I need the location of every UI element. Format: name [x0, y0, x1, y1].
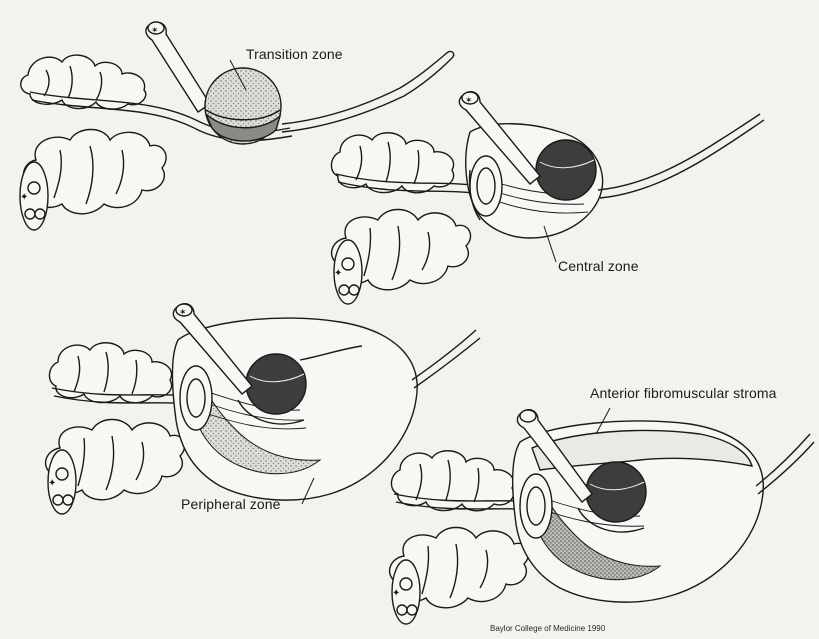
label-peripheral-zone: Peripheral zone	[181, 496, 281, 512]
panel-transition-zone: ✦ ✶	[20, 22, 454, 230]
panel-central-zone: ✦ ✶	[331, 92, 764, 304]
svg-text:✶: ✶	[465, 96, 473, 106]
seminal-vesicle	[391, 451, 513, 511]
central-zone-globe	[536, 140, 596, 200]
credit-line: Baylor College of Medicine 1990	[490, 624, 605, 633]
svg-text:✶: ✶	[179, 308, 187, 318]
panel-anterior-fibromuscular-stroma: ✦	[390, 410, 814, 624]
svg-text:✦: ✦	[334, 268, 342, 279]
label-transition-zone: Transition zone	[246, 46, 343, 62]
svg-text:✶: ✶	[151, 26, 159, 36]
central-zone-globe	[586, 462, 646, 522]
urethra-distal	[282, 52, 448, 124]
central-zone-globe	[246, 354, 306, 414]
label-central-zone: Central zone	[558, 258, 639, 274]
svg-text:✦: ✦	[48, 478, 56, 489]
svg-text:✦: ✦	[20, 192, 28, 203]
seminal-vesicle	[49, 343, 171, 403]
svg-text:✦: ✦	[392, 588, 400, 599]
label-anterior-fibromuscular-stroma: Anterior fibromuscular stroma	[590, 385, 777, 401]
